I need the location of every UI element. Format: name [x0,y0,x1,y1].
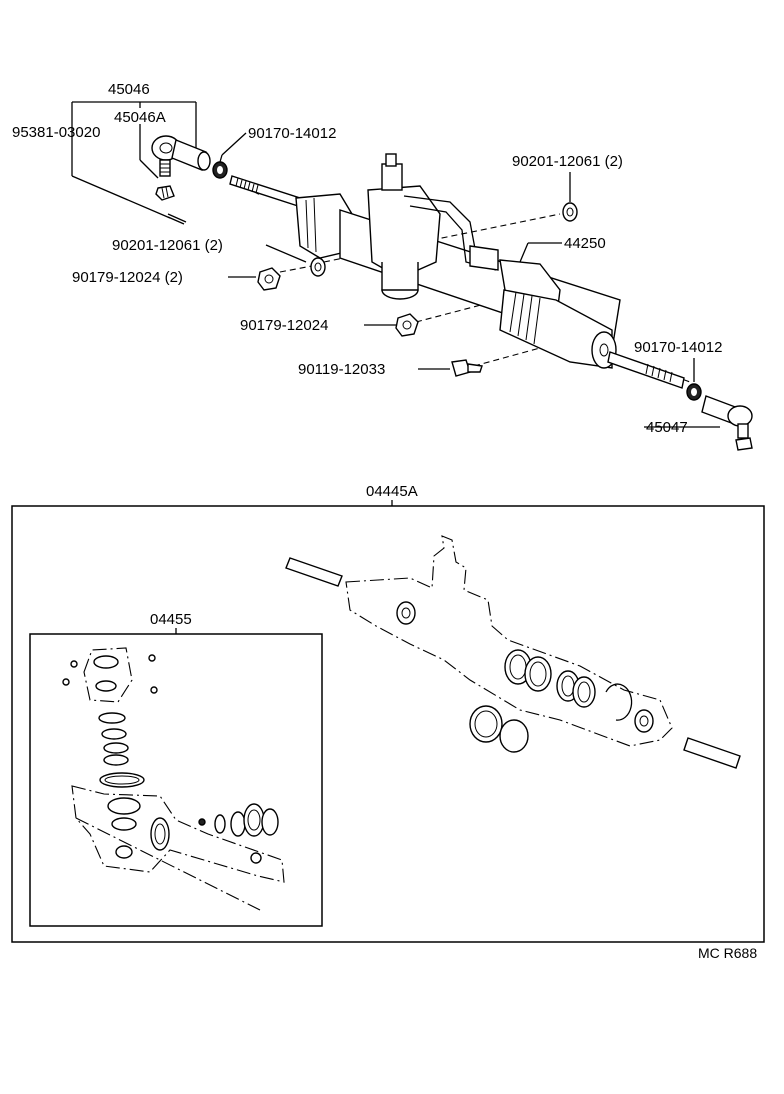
nut-90179-2 [257,267,281,291]
bolt-90119 [451,359,483,377]
label-45046a: 45046A [114,109,166,126]
rack-housing [295,153,621,369]
subkit-valve-parts [62,647,285,911]
leader-90170-top [221,132,247,156]
label-04455: 04455 [150,611,192,628]
lock-nut-right [686,383,702,401]
kit-box-04445a [11,505,765,943]
nut-90179 [395,313,419,337]
leader-45046 [71,101,197,219]
tie-rod-right [607,351,685,389]
label-44250: 44250 [564,235,606,252]
kit-seal-rings [469,649,633,753]
label-90201-12061-left: 90201-12061 (2) [112,237,223,254]
label-90119-12033: 90119-12033 [298,361,385,378]
washer-left [310,257,326,277]
cotter-pin [167,213,187,225]
label-90201-12061-right: 90201-12061 (2) [512,153,623,170]
label-90170-14012-top: 90170-14012 [248,125,336,142]
label-95381-03020: 95381-03020 [12,124,100,141]
kit-box-04455 [29,633,323,927]
kit-housing-outline [285,535,741,769]
tie-rod-left [229,175,301,207]
leader-90201-left [265,244,307,263]
castle-nut [155,185,175,201]
diagram-code: MC R688 [698,945,757,961]
tie-rod-end-left [151,135,211,177]
tie-rod-end-right [701,395,753,451]
label-90170-14012-right: 90170-14012 [634,339,722,356]
label-90179-12024: 90179-12024 [240,317,328,334]
lock-nut-top [212,161,228,179]
washer-right [562,202,578,222]
label-90179-12024-2: 90179-12024 (2) [72,269,183,286]
label-45046: 45046 [108,81,150,98]
label-04445a: 04445A [366,483,418,500]
